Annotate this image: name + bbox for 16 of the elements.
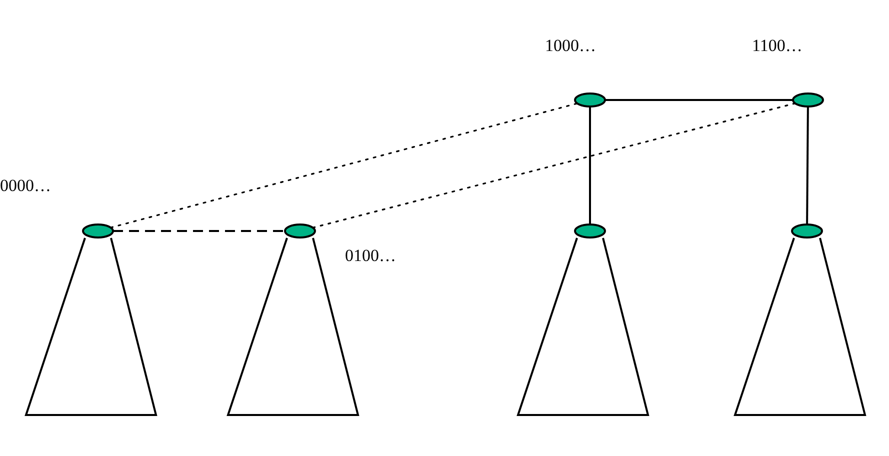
dashed-line — [113, 230, 285, 232]
dotted-line — [312, 102, 796, 228]
tree-node-ellipse — [574, 223, 606, 239]
bit-prefix-label: 0100… — [345, 246, 396, 266]
connector-line — [605, 99, 793, 101]
bit-prefix-label: 1000… — [545, 36, 596, 56]
connector-line — [806, 106, 809, 224]
tree-node-ellipse — [284, 223, 316, 239]
dotted-line — [110, 102, 578, 228]
tree-node-ellipse — [791, 223, 823, 239]
tree-node-ellipse — [792, 92, 824, 108]
connector-line — [589, 106, 591, 224]
tree-node-ellipse — [574, 92, 606, 108]
bit-prefix-label: 0000… — [0, 176, 51, 196]
tree-node-ellipse — [82, 223, 114, 239]
bit-prefix-label: 1100… — [752, 36, 802, 56]
